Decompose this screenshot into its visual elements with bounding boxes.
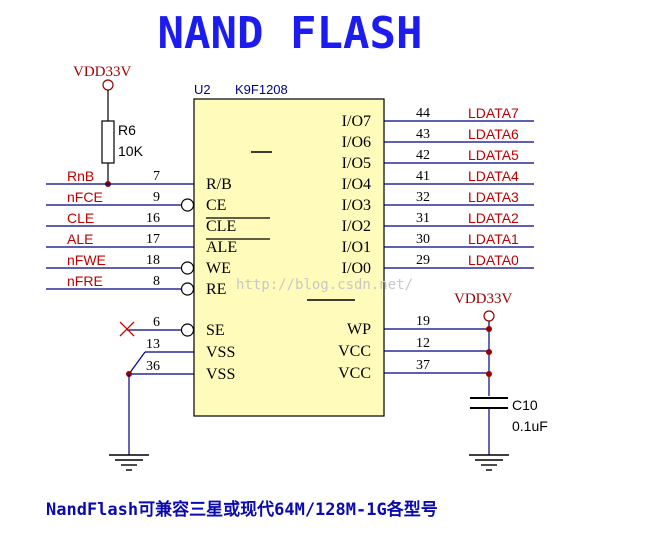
pin-number: 44 [416,106,430,121]
left-pin-group: RnB 7 R/B nFCE 9 CE CLE 16 CLE ALE 17 ALE nFWE 18 WE nF… [46,168,270,298]
pin-name: I/O7 [342,113,371,130]
pin-name: R/B [206,176,232,193]
chip-body [193,98,385,417]
ground-symbol-right [469,454,509,471]
vss-tie-wire [128,351,146,375]
pin-name: I/O5 [342,155,371,172]
capacitor-value: 0.1uF [512,418,548,434]
inversion-bubble [180,323,195,337]
no-connect-mark-2 [119,321,135,337]
pin-name: WP [347,321,371,338]
pin-name: RE [206,281,226,298]
pin-name: ALE [206,239,237,256]
net-label: LDATA0 [468,252,519,268]
pin-number: 19 [416,314,430,329]
pin-number: 18 [146,253,160,268]
pin-number: 6 [153,315,160,330]
watermark: http://blog.csdn.net/ [236,277,413,293]
inversion-bubble [180,198,195,212]
net-label: nFWE [67,252,106,268]
power-label-left: VDD33V [73,64,131,80]
power-terminal-left [102,79,114,91]
net-label: LDATA7 [468,105,519,121]
pin-number: 41 [416,169,430,184]
net-label: CLE [67,210,94,226]
inversion-bubble [180,261,195,275]
pin-name: VSS [206,344,235,361]
pin-name: I/O4 [342,176,371,193]
pin-name: VSS [206,366,235,383]
net-label: LDATA6 [468,126,519,142]
pin-name: I/O1 [342,239,371,256]
pin-number: 30 [416,232,430,247]
inversion-bubble [180,282,195,296]
net-label: LDATA1 [468,231,519,247]
resistor-ref: R6 [118,122,136,138]
capacitor-ref: C10 [512,397,538,413]
power-label-right: VDD33V [454,291,512,307]
pin-name: I/O0 [342,260,371,277]
pin-number: 17 [146,232,160,247]
net-label: LDATA2 [468,210,519,226]
ground-symbol-left [109,454,149,471]
net-label: LDATA5 [468,147,519,163]
net-label: nFRE [67,273,103,289]
pin-name: VCC [338,343,371,360]
pin-number: 37 [416,358,430,373]
pin-name: CLE [206,218,236,235]
pin-number: 16 [146,211,160,226]
caption: NandFlash可兼容三星或现代64M/128M-1G各型号 [46,499,438,520]
pin-name: I/O6 [342,134,371,151]
page-title: NAND FLASH [158,8,423,59]
pin-number: 8 [153,274,160,289]
junction-dot-wp [486,326,492,332]
net-label: LDATA4 [468,168,519,184]
chip-ref: U2 [194,82,211,97]
resistor-body [101,120,115,164]
pin-name: WE [206,260,231,277]
pin-name: I/O3 [342,197,371,214]
pin-name: I/O2 [342,218,371,235]
pin-number: 31 [416,211,430,226]
power-terminal-right [483,310,495,322]
junction-dot-vcc12 [486,349,492,355]
pin-name: CE [206,197,226,214]
junction-dot-vcc37 [486,371,492,377]
pin-number: 13 [146,337,160,352]
pin-number: 9 [153,190,160,205]
pin-number: 7 [153,169,160,184]
resistor-value: 10K [118,143,144,159]
net-label: nFCE [67,189,103,205]
pin-name: SE [206,322,225,339]
pin-name: VCC [338,365,371,382]
pin-number: 29 [416,253,430,268]
pin-number: 36 [146,359,160,374]
net-label: LDATA3 [468,189,519,205]
pin-number: 12 [416,336,430,351]
pin-number: 42 [416,148,430,163]
pin-number: 43 [416,127,430,142]
net-label: ALE [67,231,93,247]
chip-part: K9F1208 [235,82,288,97]
net-label: RnB [67,168,94,184]
pin-number: 32 [416,190,430,205]
